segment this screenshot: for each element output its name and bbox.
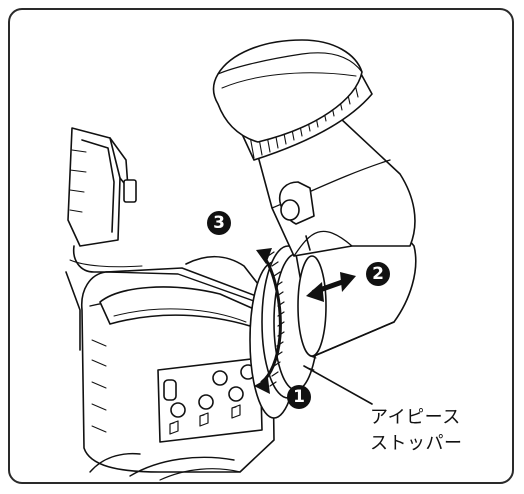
figure-frame: 3 2 1 アイピース ストッパー	[8, 8, 514, 484]
eyepiece-tube	[295, 223, 417, 357]
callout-two: 2	[366, 262, 390, 286]
eyepiece-stopper-label-line2: ストッパー	[370, 433, 463, 454]
callout-three: 3	[207, 211, 231, 235]
slide-arrow	[306, 272, 356, 302]
camera-handle	[65, 127, 171, 351]
viewfinder-body	[81, 267, 275, 481]
eyepiece-illustration	[65, 39, 417, 481]
stopper-leader-line	[303, 365, 373, 405]
rotation-arrow	[254, 248, 282, 394]
eyepiece	[212, 39, 416, 257]
eyepiece-stopper-label-line1: アイピース	[370, 407, 461, 428]
callout-one: 1	[287, 385, 311, 409]
